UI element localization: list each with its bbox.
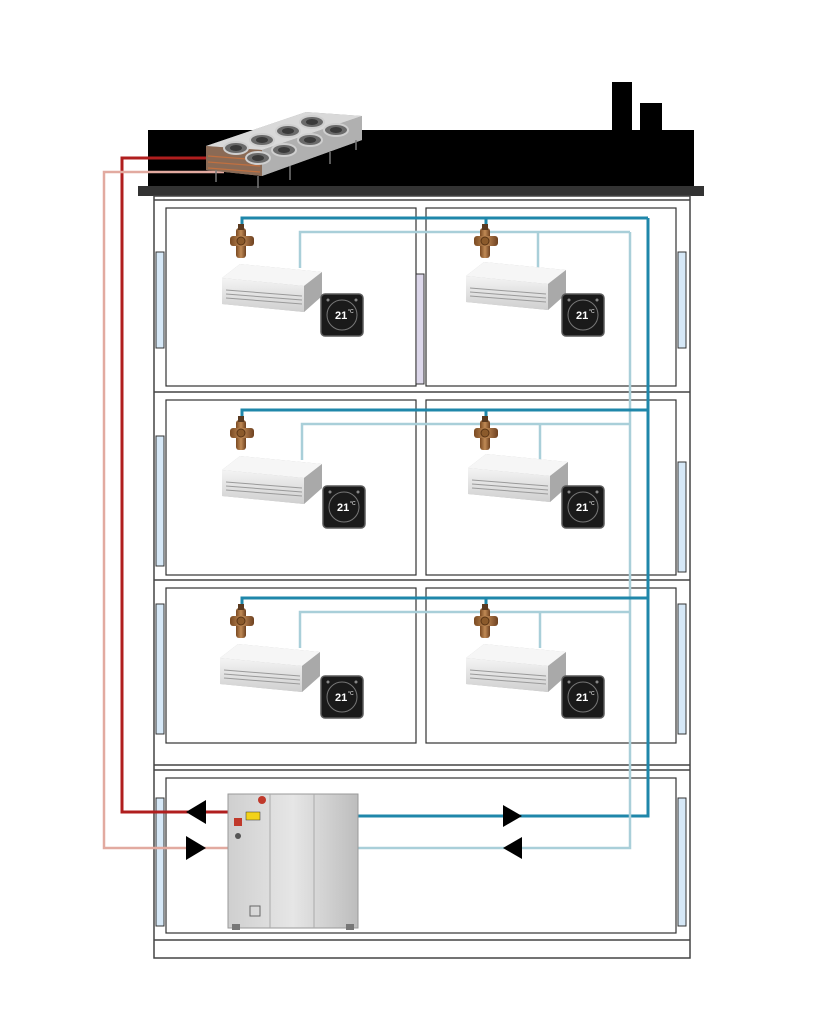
- window: [155, 797, 165, 927]
- thermostat-value: 21: [576, 692, 588, 704]
- fan-coil-icon: [219, 643, 321, 693]
- heat-pump-icon: [227, 793, 359, 930]
- windows: [155, 251, 687, 927]
- fan-icon: [299, 115, 325, 129]
- window: [415, 273, 425, 385]
- hot-supply-pipe: [120, 156, 228, 814]
- thermostat-room-1: 21 °C: [320, 293, 364, 337]
- fan-coil-icon: [221, 455, 323, 505]
- thermostat-unit: °C: [589, 309, 595, 315]
- thermostat-unit: °C: [589, 691, 595, 697]
- dry-cooler-piping: [102, 156, 228, 850]
- room-5: [165, 587, 417, 744]
- window: [155, 603, 165, 735]
- return-riser: [358, 232, 632, 850]
- fan-icon: [275, 124, 301, 138]
- dry-cooler: [206, 112, 362, 188]
- thermostat-value: 21: [576, 502, 588, 514]
- window: [677, 251, 687, 349]
- flow-arrow-icon: [503, 805, 522, 827]
- fan-icon: [323, 123, 349, 137]
- thermostat-value: 21: [335, 310, 347, 322]
- roof: [138, 82, 704, 196]
- fan-coil-icon: [465, 261, 567, 311]
- thermostat-room-4: 21 °C: [561, 485, 605, 529]
- flow-arrow-icon: [186, 836, 206, 860]
- fan-icon: [271, 143, 297, 157]
- thermostat-unit: °C: [589, 501, 595, 507]
- flow-arrow-icon: [186, 800, 206, 824]
- thermostat-room-2: 21 °C: [561, 293, 605, 337]
- fan-coil-icon: [467, 453, 569, 503]
- fan-coil-icon: [221, 263, 323, 313]
- window: [155, 435, 165, 567]
- window: [677, 797, 687, 927]
- thermostat-room-3: 21 °C: [322, 485, 366, 529]
- flow-arrow-icon: [503, 837, 522, 859]
- supply-riser: [358, 218, 650, 818]
- thermostat-unit: °C: [348, 691, 354, 697]
- thermostat-value: 21: [576, 310, 588, 322]
- fan-icon: [297, 133, 323, 147]
- thermostat-room-5: 21 °C: [320, 675, 364, 719]
- thermostat-unit: °C: [350, 501, 356, 507]
- hot-return-pipe: [102, 170, 228, 850]
- fan-icon: [245, 151, 271, 165]
- thermostat-value: 21: [337, 502, 349, 514]
- building-shell: [153, 195, 691, 959]
- fan-icon: [249, 133, 275, 147]
- fan-icon: [223, 141, 249, 155]
- window: [155, 251, 165, 349]
- thermostat-unit: °C: [348, 309, 354, 315]
- thermostat-room-6: 21 °C: [561, 675, 605, 719]
- flow-arrows: [186, 800, 522, 860]
- fan-coil-icon: [465, 643, 567, 693]
- window: [677, 603, 687, 735]
- window: [677, 461, 687, 573]
- thermostat-value: 21: [335, 692, 347, 704]
